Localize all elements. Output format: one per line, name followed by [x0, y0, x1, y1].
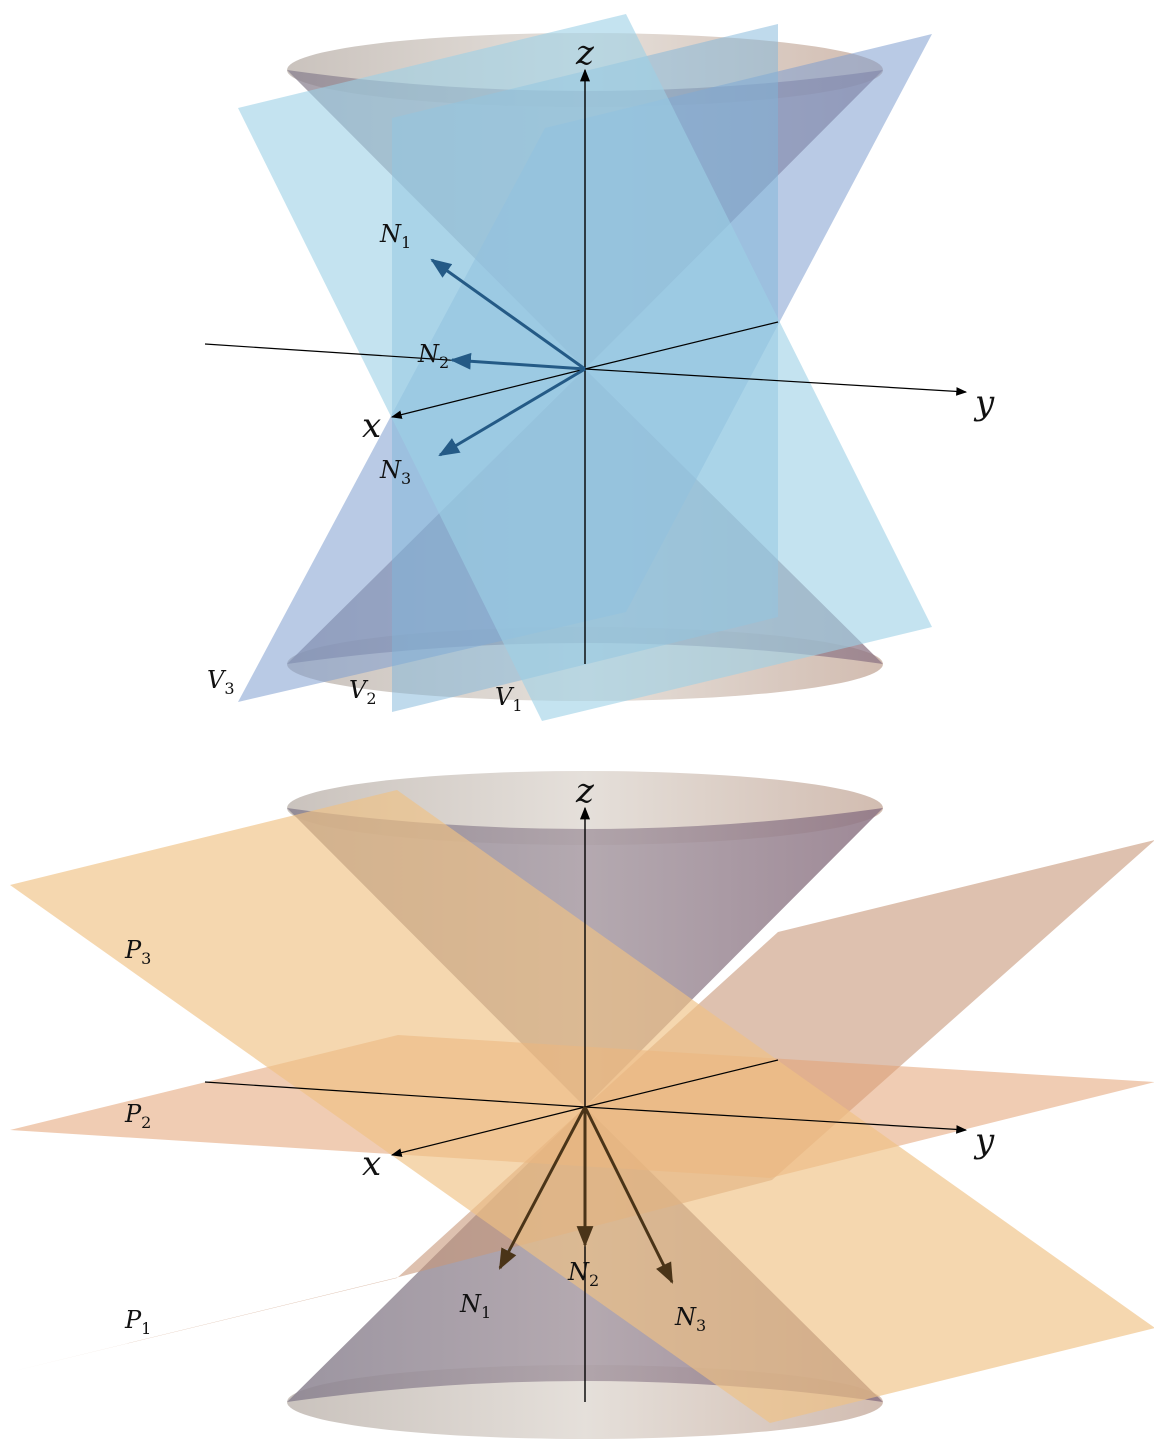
top-axis-z-label: z: [575, 33, 595, 73]
bottom-axis-x-label: x: [362, 1144, 381, 1184]
bottom-normal-n1: [498, 1106, 587, 1270]
bottom-axis-z-label: z: [575, 771, 595, 811]
top-n2-label: N2: [417, 340, 449, 372]
top-n3-label: N3: [379, 456, 411, 488]
top-diagram: z y x N1 N2 N3 V3 V2 V1: [204, 14, 995, 721]
bottom-n3-label: N3: [674, 1303, 706, 1335]
top-n1-label: N1: [379, 220, 411, 252]
bottom-axis-y-neg: [204, 1081, 586, 1108]
bottom-n2-label: N2: [567, 1258, 599, 1290]
top-normal-n2: [449, 352, 586, 371]
bottom-normal-n3: [583, 1106, 674, 1284]
top-v1-label: V1: [495, 683, 523, 715]
top-axis-x: [390, 368, 586, 419]
top-v2-label: V2: [349, 676, 377, 708]
bottom-axis-x: [390, 1106, 586, 1157]
bottom-p3-label: P3: [124, 936, 151, 968]
bottom-axis-y: [584, 1106, 968, 1134]
plane-p1: [10, 840, 1154, 1372]
top-v3-label: V3: [207, 666, 235, 698]
top-normal-n3: [438, 367, 586, 457]
bottom-axis-x-neg: [584, 1059, 779, 1108]
top-axis-y-label: y: [973, 383, 995, 423]
bottom-axis-y-label: y: [973, 1121, 995, 1161]
top-axis-x-label: x: [362, 406, 381, 446]
top-axis-x-neg: [584, 321, 779, 370]
top-axis-y: [584, 368, 968, 396]
bottom-p2-label: P2: [124, 1100, 151, 1132]
bottom-p1-label: P1: [124, 1306, 151, 1338]
top-normal-n1: [430, 258, 586, 371]
bottom-diagram: z y x N1 N2 N3 P3 P2 P1: [10, 771, 1154, 1439]
bottom-n1-label: N1: [459, 1290, 491, 1322]
